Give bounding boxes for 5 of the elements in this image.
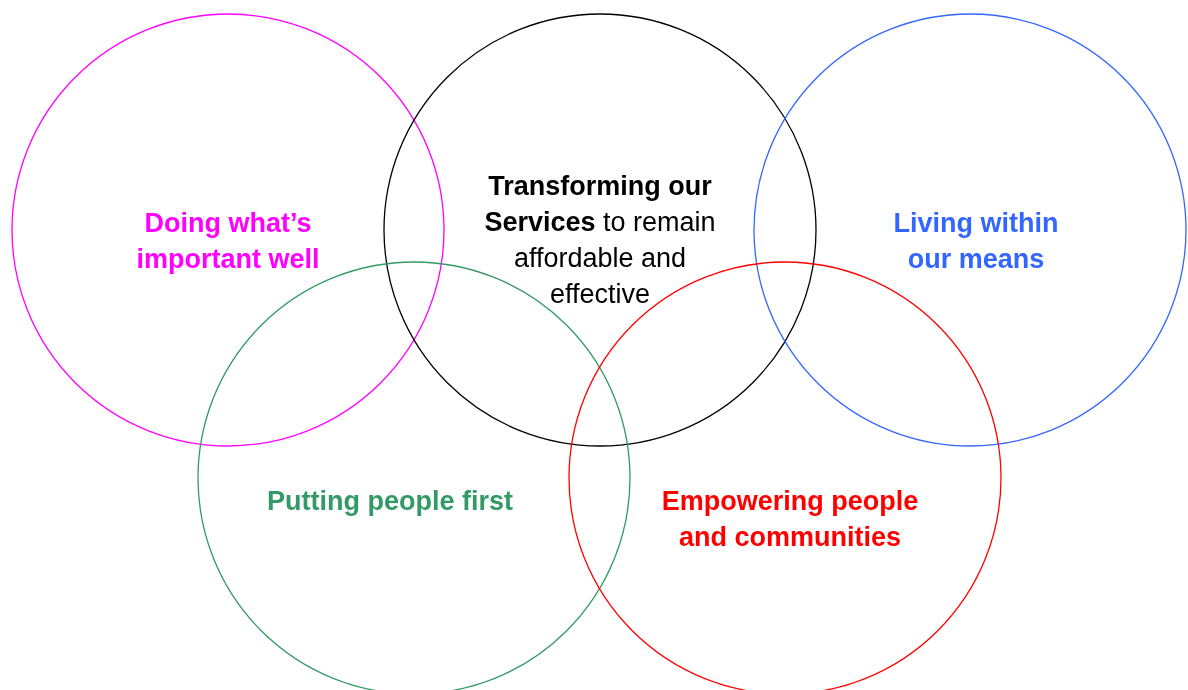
- circle-label: Living within our means: [892, 207, 1060, 276]
- circle-label: Doing what’s important well: [135, 207, 321, 276]
- circle-label: Transforming our Services to remain affordable and effective: [483, 170, 717, 311]
- circle-label: Putting people first: [266, 485, 514, 518]
- circle-label: Empowering people and communities: [660, 485, 920, 554]
